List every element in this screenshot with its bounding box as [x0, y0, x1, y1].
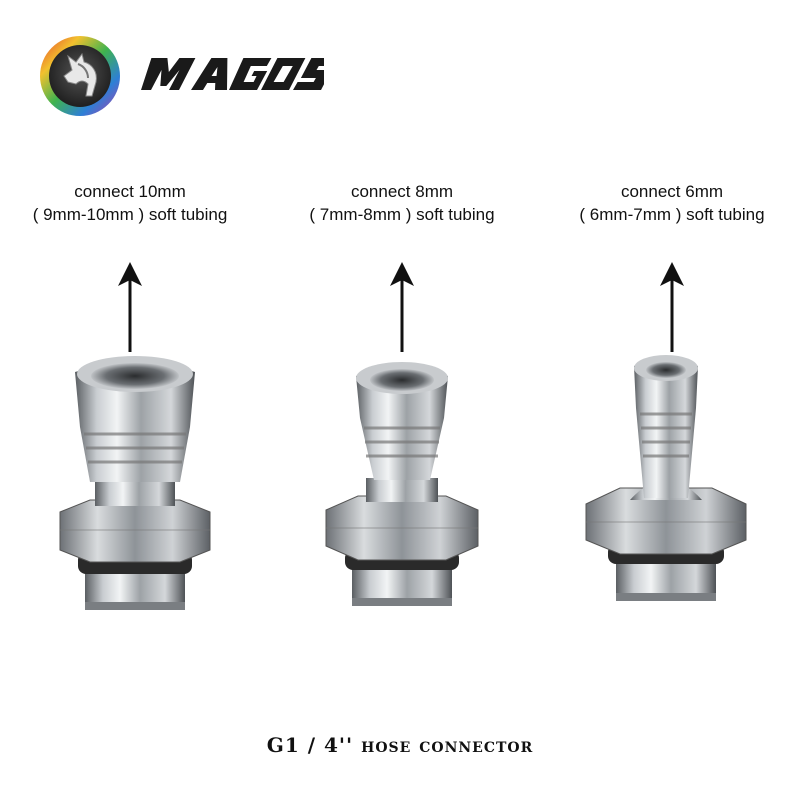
horse-head-logo-icon: [40, 36, 120, 116]
hose-fitting-8mm: [325, 362, 479, 606]
up-arrow-icon: [390, 262, 414, 352]
hose-fitting-10mm: [59, 356, 211, 610]
hose-fitting-6mm: [585, 355, 747, 601]
label-6mm-line1: connect 6mm: [620, 182, 724, 201]
up-arrow-icon: [118, 262, 142, 352]
label-10mm-line2: ( 9mm-10mm ) soft tubing: [32, 205, 228, 224]
label-8mm: connect 8mm ( 7mm-8mm ) soft tubing: [272, 180, 532, 226]
label-6mm-line2: ( 6mm-7mm ) soft tubing: [579, 205, 765, 224]
label-8mm-line1: connect 8mm: [350, 182, 454, 201]
label-10mm: connect 10mm ( 9mm-10mm ) soft tubing: [0, 180, 260, 226]
label-8mm-line2: ( 7mm-8mm ) soft tubing: [309, 205, 495, 224]
up-arrow-icon: [660, 262, 684, 352]
brand-wordmark: [141, 58, 324, 90]
product-caption: G1 / 4'' hose connector: [266, 733, 534, 757]
label-10mm-line1: connect 10mm: [74, 182, 186, 201]
label-6mm: connect 6mm ( 6mm-7mm ) soft tubing: [542, 180, 800, 226]
